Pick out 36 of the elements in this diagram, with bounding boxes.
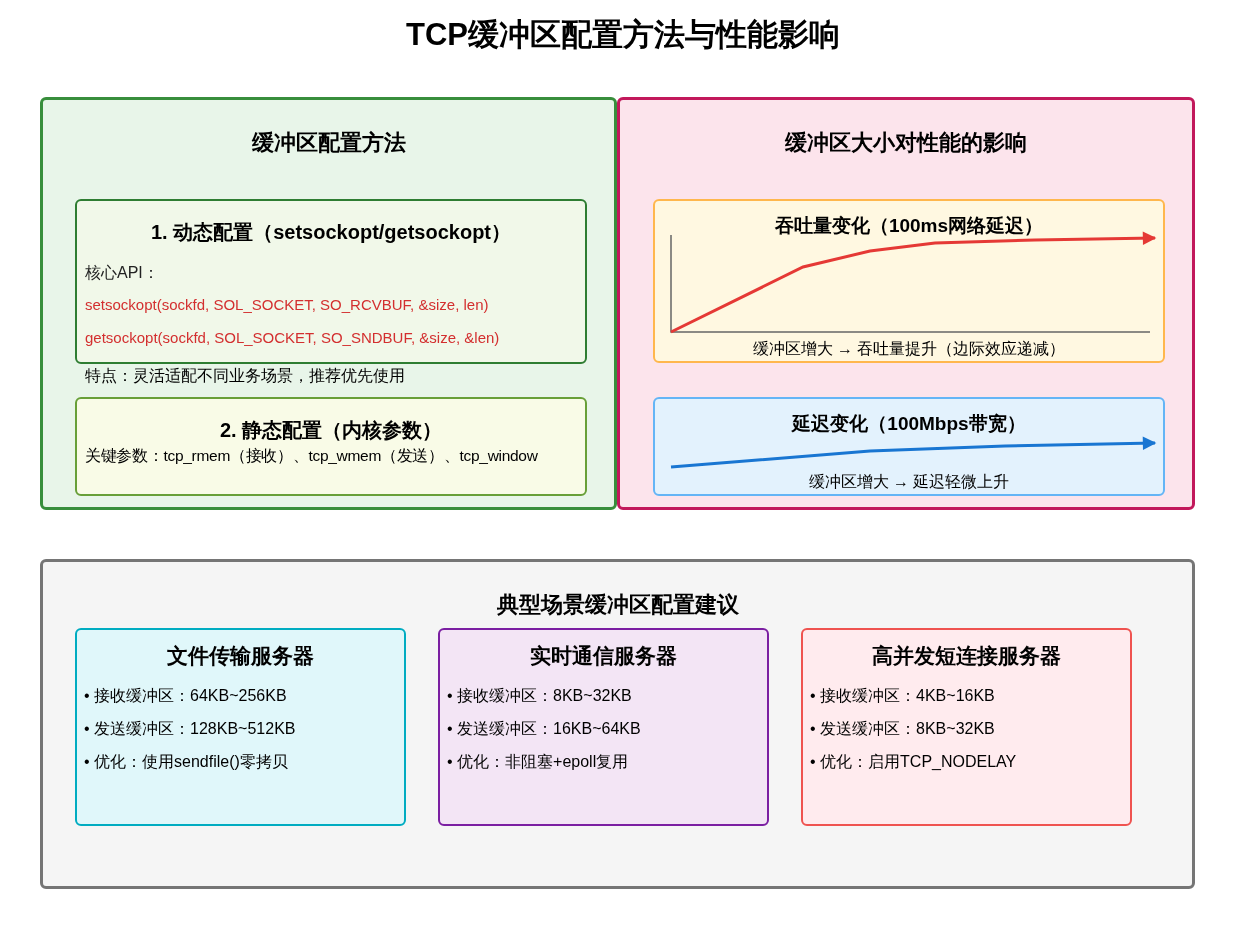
- bullet-item: • 发送缓冲区：8KB~32KB: [810, 719, 995, 739]
- feature-note: 特点：灵活适配不同业务场景，推荐优先使用: [85, 366, 405, 386]
- chart-card: [653, 397, 1165, 496]
- bullet-item: • 优化：使用sendfile()零拷贝: [84, 752, 288, 772]
- card-heading: 高并发短连接服务器: [871, 643, 1062, 669]
- chart-title: 延迟变化（100Mbps带宽）: [790, 412, 1027, 436]
- panel-heading: 缓冲区大小对性能的影响: [784, 129, 1028, 157]
- bullet-item: • 接收缓冲区：8KB~32KB: [447, 686, 632, 706]
- scenario-card: [75, 628, 406, 826]
- method-box: [75, 397, 587, 496]
- code-line: setsockopt(sockfd, SOL_SOCKET, SO_RCVBUF, &size, len): [85, 296, 489, 313]
- bullet-item: • 发送缓冲区：16KB~64KB: [447, 719, 641, 739]
- scenario-card: [438, 628, 769, 826]
- card-heading: 实时通信服务器: [529, 643, 678, 669]
- bullet-item: • 优化：非阻塞+epoll复用: [447, 752, 629, 772]
- panel-heading: 缓冲区配置方法: [250, 129, 407, 157]
- section-panel: [40, 97, 617, 510]
- api-label: 核心API：: [85, 263, 159, 283]
- bullet-item: • 发送缓冲区：128KB~512KB: [84, 719, 296, 739]
- section-panel: [40, 559, 1195, 889]
- code-line: getsockopt(sockfd, SOL_SOCKET, SO_SNDBUF, &size, &len): [85, 329, 500, 346]
- chart-title: 吞吐量变化（100ms网络延迟）: [773, 214, 1045, 238]
- box-heading: 1. 动态配置（setsockopt/getsockopt）: [149, 220, 513, 245]
- parameter-text: 关键参数：tcp_rmem（接收）、tcp_wmem（发送）、tcp_window: [85, 446, 539, 466]
- bullet-item: • 接收缓冲区：4KB~16KB: [810, 686, 995, 706]
- bullet-item: • 接收缓冲区：64KB~256KB: [84, 686, 287, 706]
- box-heading: 2. 静态配置（内核参数）: [218, 418, 444, 443]
- section-panel: [617, 97, 1195, 510]
- diagram-title: TCP缓冲区配置方法与性能影响: [405, 16, 841, 54]
- card-heading: 文件传输服务器: [166, 643, 315, 669]
- chart-caption: 缓冲区增大 → 吞吐量提升（边际效应递减）: [751, 339, 1067, 359]
- chart-caption: 缓冲区增大 → 延迟轻微上升: [807, 472, 1011, 492]
- bullet-item: • 优化：启用TCP_NODELAY: [810, 752, 1017, 772]
- panel-heading: 典型场景缓冲区配置建议: [495, 591, 740, 619]
- chart-card: [653, 199, 1165, 363]
- scenario-card: [801, 628, 1132, 826]
